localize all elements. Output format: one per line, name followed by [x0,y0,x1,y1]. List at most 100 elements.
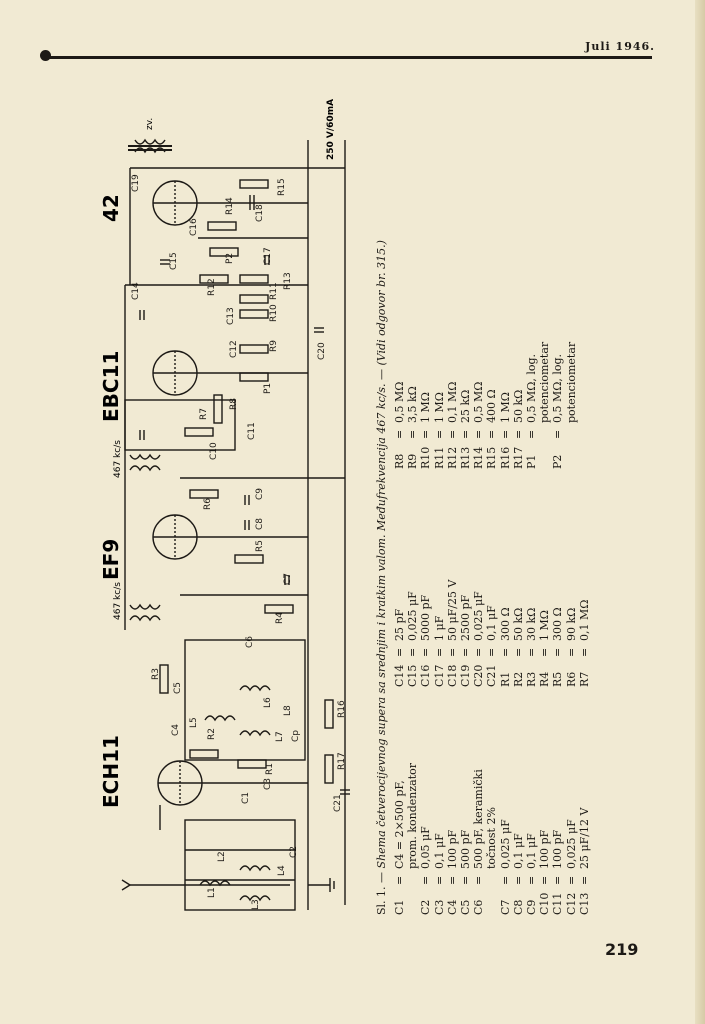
component-sym: C14 [393,664,406,687]
component-sym: R16 [498,446,512,469]
component-row: C1=C4 = 2×500 pF, [393,705,406,915]
coil-l3 [239,895,271,902]
component-labels: L1L2L3L4L5L6L7L8C1C2C3C4C5C6C7C8C9C10C11… [131,174,347,910]
resistor-r4 [264,604,294,614]
component-row: R14=0,5 MΩ [472,249,485,469]
resistor-r11 [239,294,269,304]
component-label-c15: C15 [169,252,179,270]
component-eq: = [445,647,459,657]
component-val: 0,5 MΩ, log. [525,353,539,423]
component-row: C7=0,025 μF [499,705,512,915]
coil-l5 [204,715,236,722]
component-val: 0,1 μF [432,833,446,869]
component-eq: = [511,875,525,885]
component-sym: C7 [498,899,512,915]
coil-l4 [239,865,271,872]
component-label-l4: L4 [277,865,287,876]
component-val: 500 pF [459,829,473,869]
component-label-l1: L1 [207,887,217,898]
component-row: C8=0,1 μF [512,705,525,915]
component-label-c9: C9 [255,488,265,500]
component-eq: = [577,647,591,657]
component-sym: C17 [432,664,446,687]
component-sym: R17 [511,446,525,469]
component-row: R2=50 kΩ [512,487,525,687]
component-eq: = [525,429,539,439]
component-val: 100 pF [551,829,565,869]
component-eq: = [393,429,406,439]
resistor-r10 [239,309,269,319]
component-sym: P2 [551,454,565,469]
component-label-c3: C3 [263,778,273,790]
component-val: 0,025 μF [564,819,578,869]
component-row: potenciometar [538,249,551,469]
component-label-c19: C19 [131,174,141,192]
component-label-r11: R11 [269,282,279,300]
component-row: R15=400 Ω [485,249,498,469]
component-label-c21: C21 [333,794,343,812]
component-val: 3,5 kΩ [406,386,420,423]
component-val: potenciometar [564,341,578,423]
resistor-r1 [237,759,267,769]
component-label-r8: R8 [229,398,239,410]
component-sym: C11 [551,892,565,915]
component-val: 500 pF, keramički [472,769,486,869]
resistor-r17 [324,754,334,784]
if-label-1: 467 kc/s [113,582,123,620]
component-label-l2: L2 [217,851,227,862]
component-eq: = [577,875,591,885]
component-val: 0,025 μF [406,591,420,641]
component-val: 5000 pF [419,594,433,641]
component-eq: = [485,429,499,439]
component-row: R10=1 MΩ [419,249,432,469]
component-val: točnost 2% [485,807,499,869]
component-sym: C15 [406,664,420,687]
component-eq: = [472,875,486,885]
component-val: 50 μF/25 V [445,579,459,641]
resistor-r16 [324,699,334,729]
component-label-r5: R5 [255,540,265,552]
header-bullet [40,50,51,61]
component-label-r3: R3 [151,668,161,680]
component-eq: = [419,875,433,885]
component-row: C9=0,1 μF [525,705,538,915]
component-label-c8: C8 [255,518,265,530]
component-row: C21=0,1 μF [485,487,498,687]
antenna-arrow [121,879,132,891]
component-row: prom. kondenzator [406,705,419,915]
component-val: C4 = 2×500 pF, [393,780,406,869]
component-sym: C4 [445,899,459,915]
supply-label: 250 V/60mA [326,99,336,160]
component-row: C19=2500 pF [459,487,472,687]
output-transformer-secondary [134,138,166,145]
component-sym: C6 [472,899,486,915]
component-label-c7: C7 [283,573,293,585]
component-row: C2=0,05 μF [419,705,432,915]
page-number: 219 [605,940,639,959]
component-sym: R11 [432,446,446,469]
component-eq: = [511,429,525,439]
component-val: 0,5 MΩ [472,381,486,423]
component-sym: R10 [419,446,433,469]
component-sym: C1 [393,899,406,915]
component-sym: C5 [459,899,473,915]
component-label-c17: C17 [263,247,273,265]
component-val: 0,1 μF [525,833,539,869]
resistor-r12 [199,274,229,284]
component-val: 1 MΩ [538,610,552,641]
resistor-r3 [159,664,169,694]
component-val: 1 MΩ [419,392,433,423]
tube-label-42: 42 [99,194,123,222]
component-sym: C21 [485,664,499,687]
component-eq: = [432,875,446,885]
component-row: R4=1 MΩ [538,487,551,687]
component-row: R7=0,1 MΩ [578,487,591,687]
component-sym: R12 [445,446,459,469]
component-row: R13=25 kΩ [459,249,472,469]
component-sym: C8 [511,899,525,915]
component-label-c5: C5 [173,682,183,694]
capacitor-marks [139,195,350,795]
component-sym: C10 [538,892,552,915]
coil-l7 [239,730,271,737]
component-label-c20: C20 [317,342,327,360]
